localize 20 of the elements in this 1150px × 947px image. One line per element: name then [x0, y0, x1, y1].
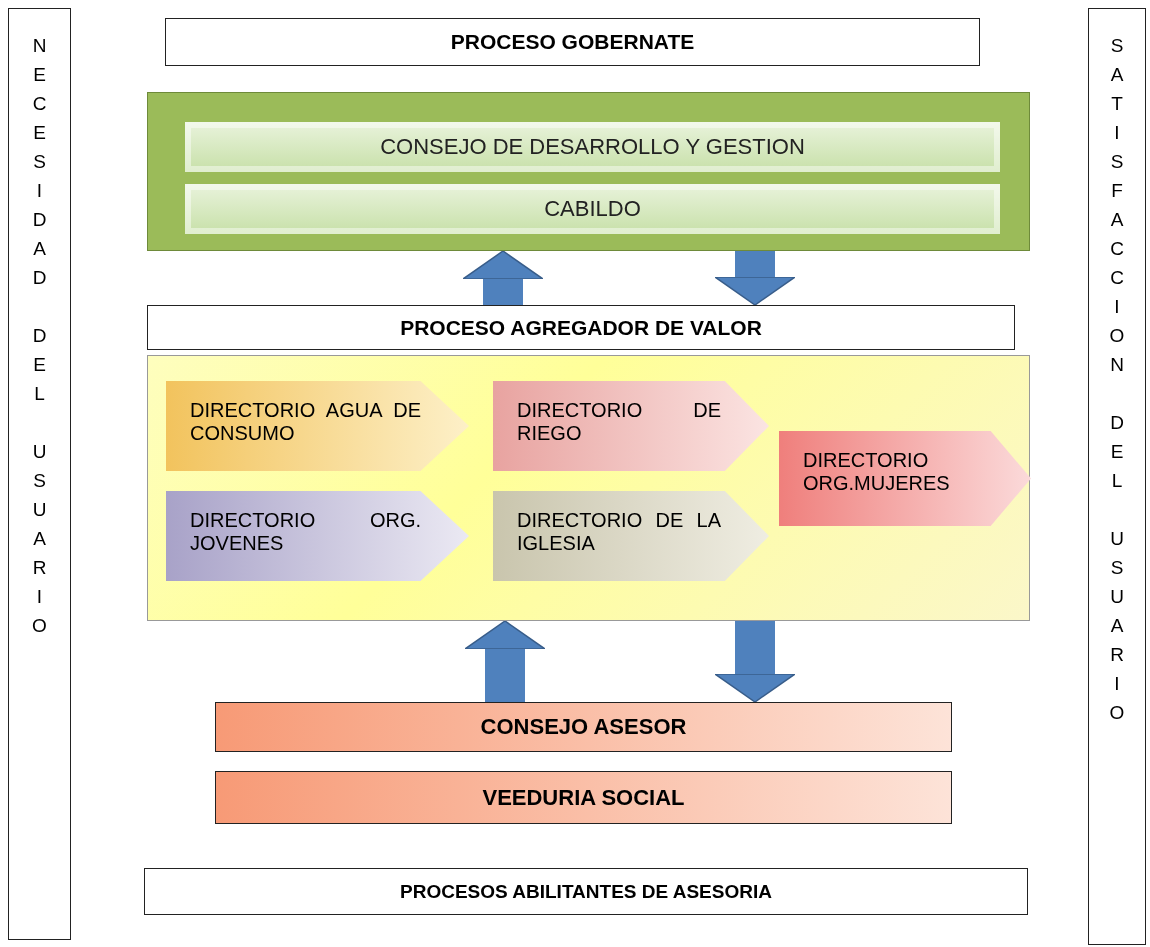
process-header-box: PROCESO GOBERNATE — [165, 18, 980, 66]
side-column-box: NECESIDAD DEL USUARIO — [8, 8, 71, 940]
chevron-shape: DIRECTORIO ORG. JOVENES — [166, 491, 469, 581]
process-header-box: PROCESO AGREGADOR DE VALOR — [147, 305, 1015, 350]
process-bar: CABILDO — [184, 183, 1001, 235]
chevron-shape: DIRECTORIO DE RIEGO — [493, 381, 769, 471]
process-panel — [147, 355, 1030, 621]
side-column-box: SATISFACCION DEL USUARIO — [1088, 8, 1146, 945]
block-arrow — [714, 251, 796, 306]
chevron-shape: DIRECTORIO DE LA IGLESIA — [493, 491, 769, 581]
chevron-shape: DIRECTORIO AGUA DE CONSUMO — [166, 381, 469, 471]
process-panel — [147, 92, 1030, 251]
advisory-box: CONSEJO ASESOR — [215, 702, 952, 752]
process-bar: CONSEJO DE DESARROLLO Y GESTION — [184, 121, 1001, 173]
block-arrow — [464, 620, 546, 702]
chevron-shape: DIRECTORIO ORG.MUJERES — [779, 431, 1031, 526]
block-arrow — [714, 621, 796, 703]
advisory-box: VEEDURIA SOCIAL — [215, 771, 952, 824]
block-arrow — [462, 250, 544, 305]
process-header-box: PROCESOS ABILITANTES DE ASESORIA — [144, 868, 1028, 915]
